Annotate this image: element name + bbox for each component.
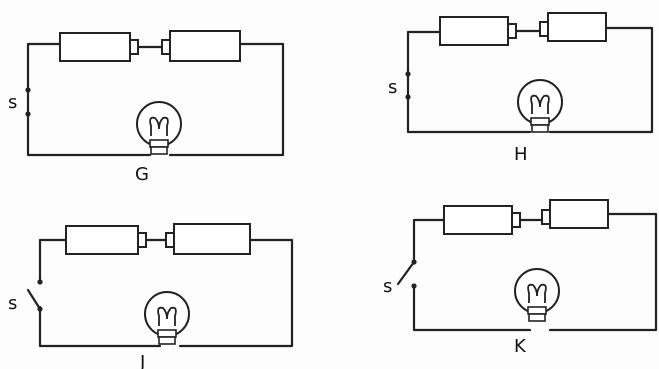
switch-label: s: [388, 77, 397, 98]
cell-1: [443, 205, 521, 235]
switch: [25, 87, 31, 117]
bulb: [514, 268, 560, 322]
cell-2: [161, 30, 241, 62]
bulb: [144, 291, 190, 345]
switch: [26, 279, 43, 312]
circuit-j: s J: [8, 223, 294, 369]
switch: [396, 259, 417, 289]
cell-2: [539, 12, 607, 42]
bulb: [136, 101, 182, 155]
wire: [412, 284, 532, 332]
wire: [548, 212, 658, 332]
cell-1: [439, 16, 517, 46]
cell-1: [65, 225, 147, 255]
circuit-h: s H: [388, 12, 654, 165]
switch-label: s: [8, 293, 17, 314]
switch: [405, 71, 411, 100]
bulb: [517, 79, 563, 133]
circuit-k: s K: [383, 199, 658, 357]
wire: [548, 26, 654, 134]
wire: [26, 42, 62, 90]
wire: [168, 42, 285, 157]
wire: [38, 305, 162, 348]
circuit-label: J: [139, 352, 145, 369]
circuit-label: K: [514, 336, 527, 357]
wire: [412, 218, 446, 264]
wire: [406, 30, 442, 74]
circuit-label: H: [514, 144, 528, 165]
cell-1: [59, 32, 139, 62]
cell-2: [165, 223, 251, 255]
wire: [406, 96, 532, 134]
cell-2: [541, 199, 609, 229]
circuit-g: s G: [8, 30, 285, 185]
switch-label: s: [383, 276, 392, 297]
circuit-label: G: [135, 164, 149, 185]
switch-label: s: [8, 92, 17, 113]
wire: [38, 238, 68, 284]
wire: [26, 113, 152, 157]
wire: [178, 238, 294, 348]
